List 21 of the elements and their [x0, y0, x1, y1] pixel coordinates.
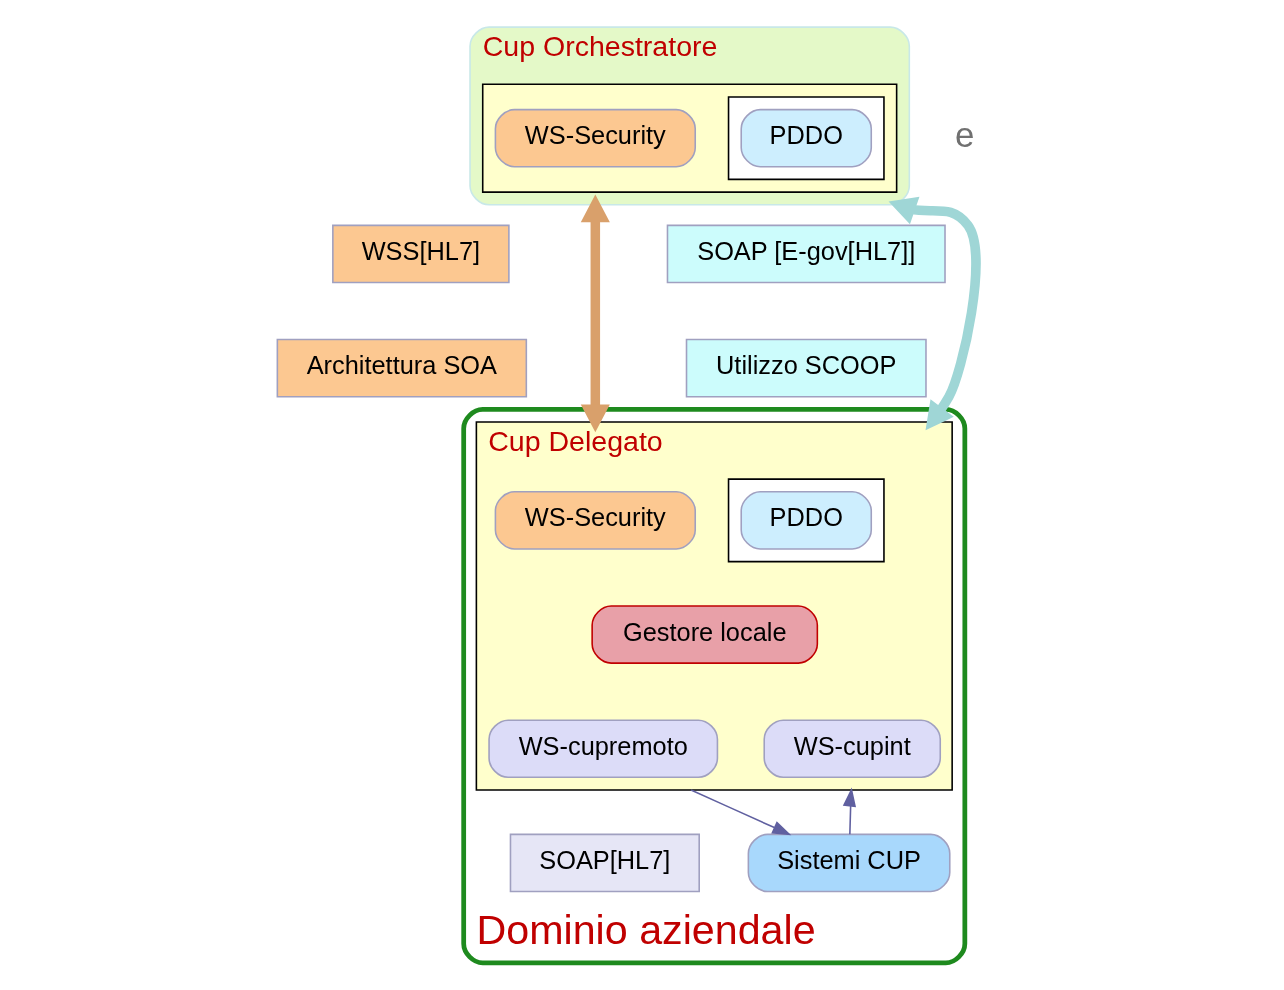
node-box: WS-Security	[494, 108, 696, 168]
label: e	[954, 115, 975, 155]
node-box: Utilizzo SCOOP	[685, 338, 927, 398]
node-box: Sistemi CUP	[747, 833, 951, 893]
cluster	[481, 83, 897, 193]
node-box: PDDO	[739, 491, 872, 550]
node-box: Gestore locale	[590, 605, 818, 664]
node-box: WS-cupremoto	[487, 719, 718, 779]
arrow	[842, 787, 856, 836]
arrow	[888, 196, 981, 431]
arrow	[689, 789, 791, 836]
node-box: Architettura SOA	[276, 338, 527, 398]
node-box: SOAP[HL7]	[509, 833, 700, 893]
node-box: SOAP [E-gov[HL7]]	[666, 224, 946, 284]
node-box: WSS[HL7]	[331, 224, 510, 284]
node-box: WS-Security	[494, 491, 696, 550]
arrow	[580, 194, 610, 433]
cluster	[727, 478, 885, 563]
node-box: PDDO	[739, 108, 872, 168]
cluster	[727, 96, 885, 181]
node-box: WS-cupint	[762, 719, 941, 779]
